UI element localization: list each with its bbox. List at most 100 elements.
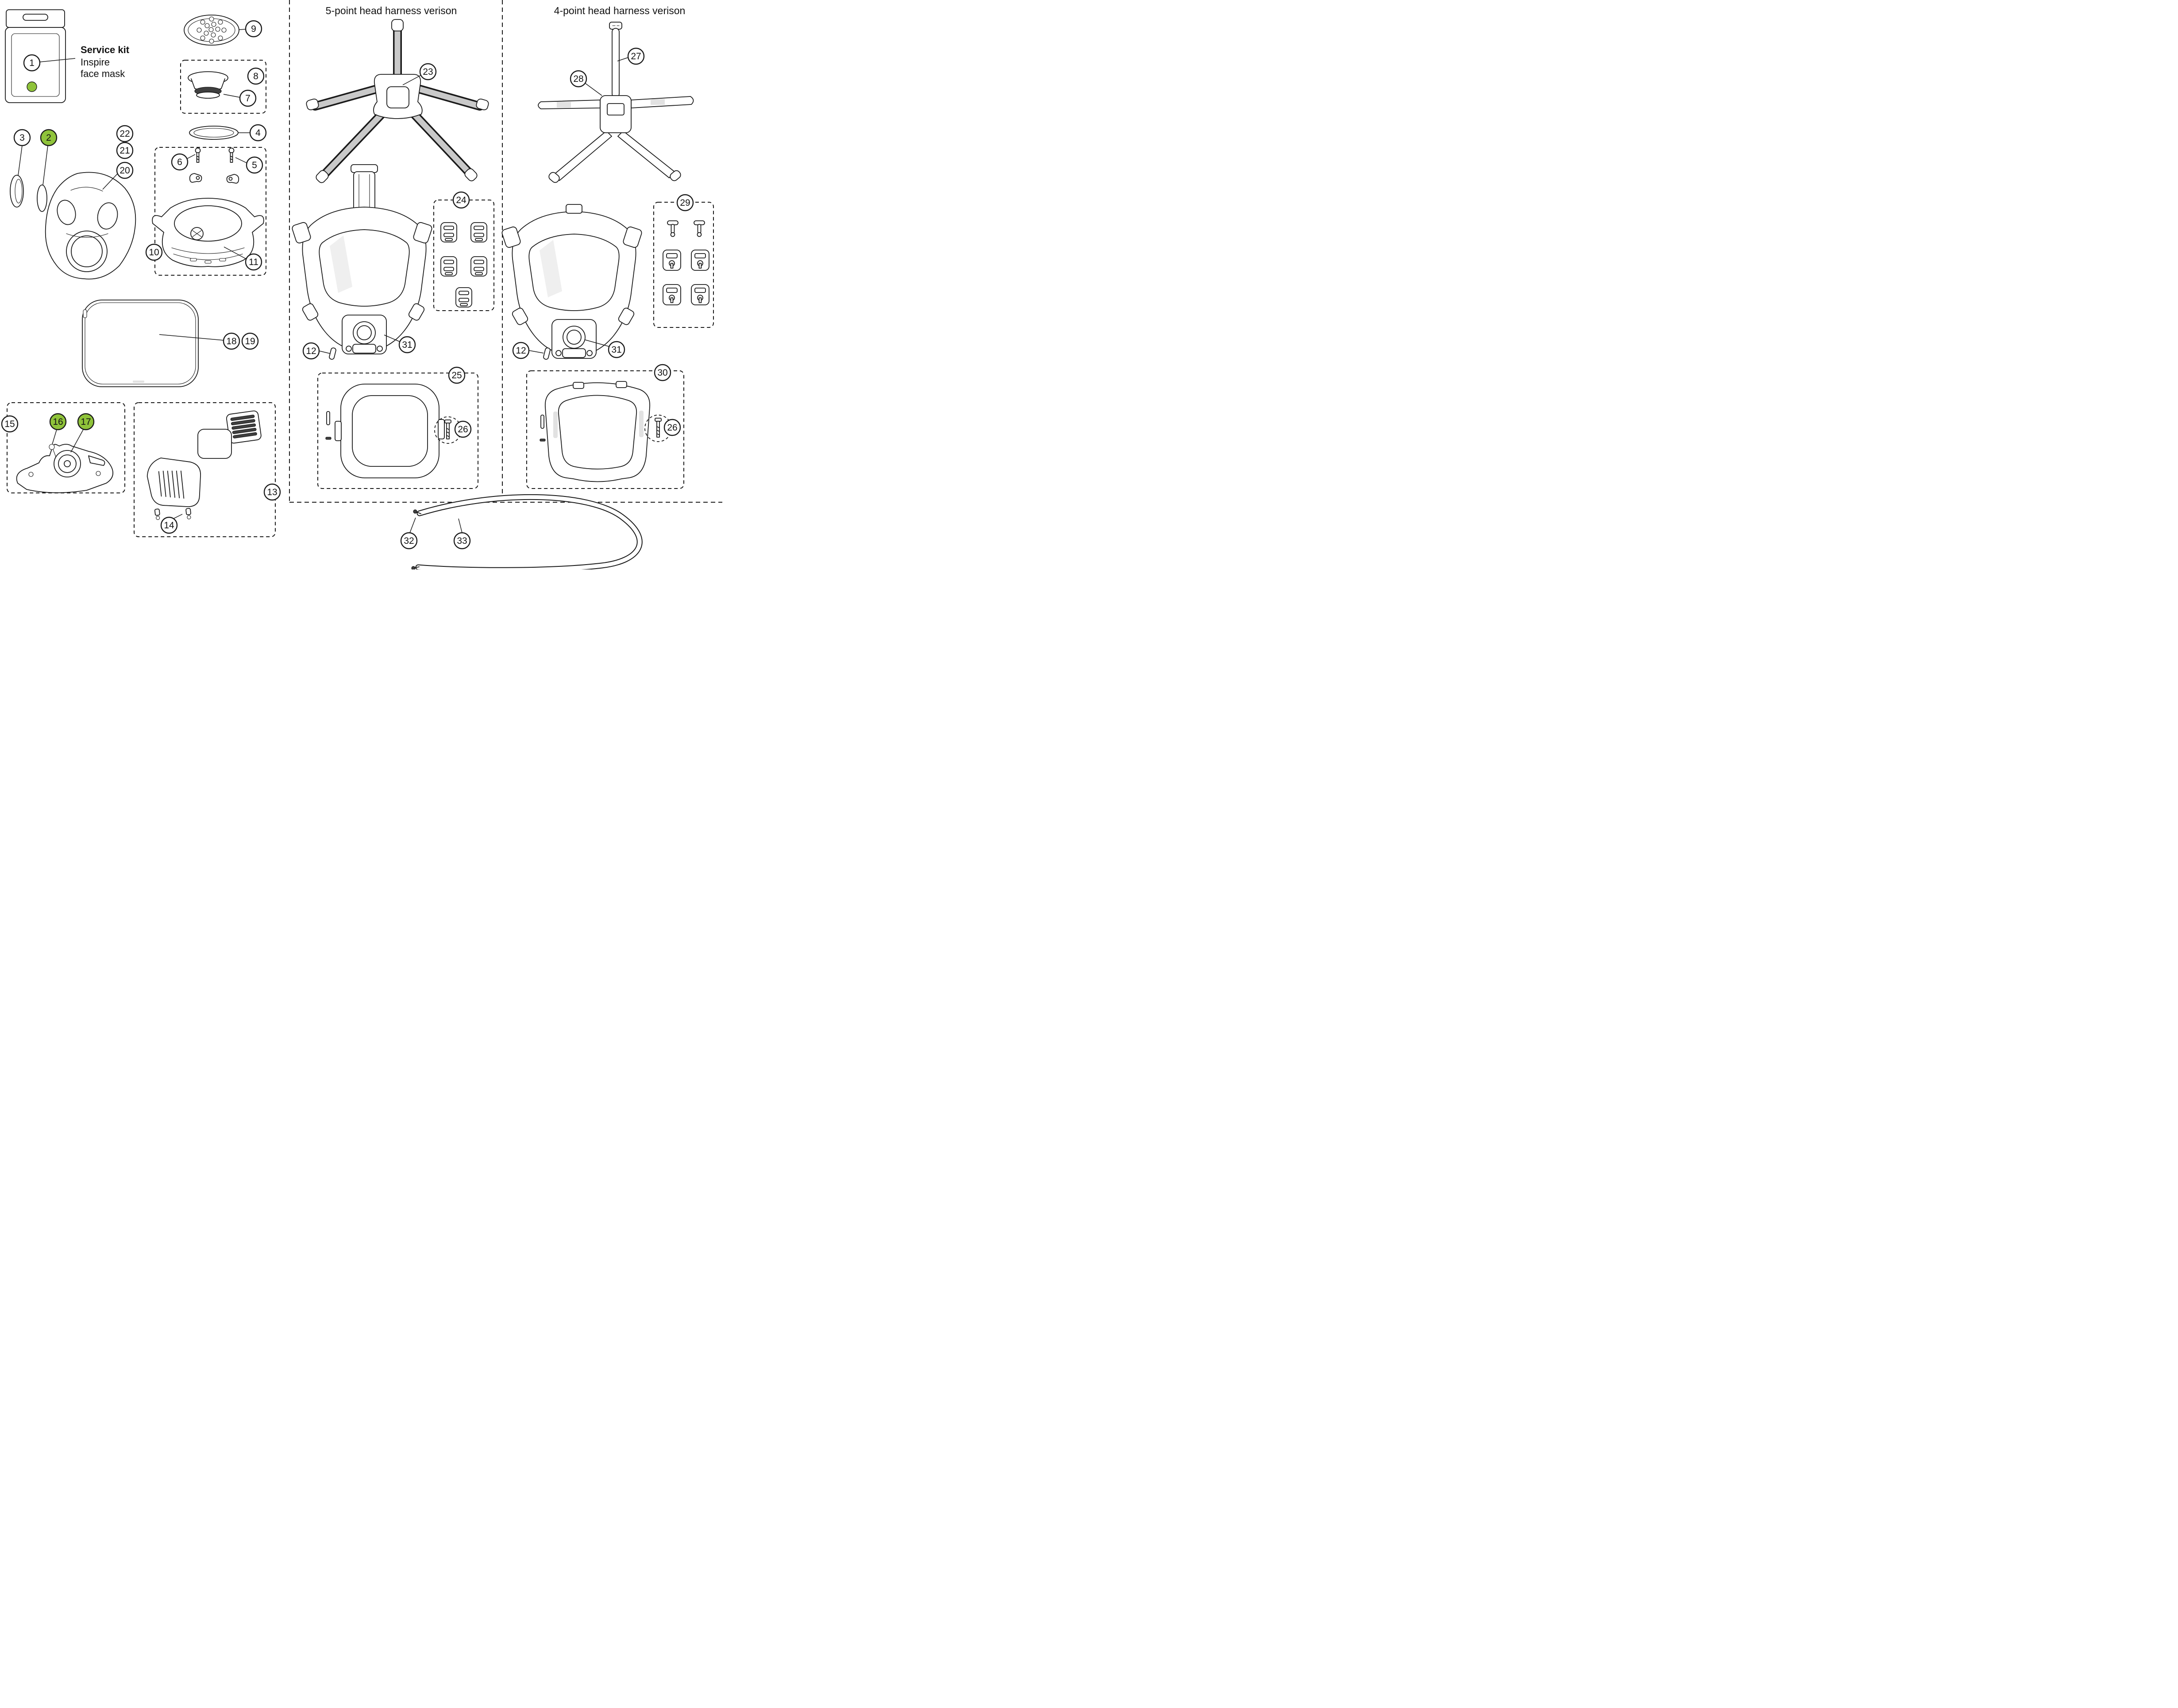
callout-14: 14 [160,516,178,534]
five-point-section-title: 5-point head harness verison [326,5,457,16]
svg-text:9: 9 [251,24,256,34]
callout-33: 33 [453,532,471,550]
svg-text:4: 4 [255,128,261,138]
svg-text:12: 12 [516,346,526,356]
valve-disc-3-drawing [10,145,24,208]
svg-text:24: 24 [456,195,466,205]
svg-text:28: 28 [573,74,583,84]
svg-text:19: 19 [245,336,255,346]
inner-frame-part [152,198,264,267]
visor-frame-box-5pt [317,373,478,489]
callout-18: 18 [223,332,240,350]
callout-4: 4 [249,124,267,142]
svg-text:27: 27 [631,51,641,62]
callout-10: 10 [145,243,163,261]
callout-31-left: 31 [398,336,416,354]
svg-text:11: 11 [249,257,258,267]
sealing-ring-drawing [189,126,250,140]
cover-parts-box [134,402,276,537]
svg-text:2: 2 [46,133,51,143]
neck-strap-drawing [409,494,643,569]
svg-text:5: 5 [252,160,257,170]
svg-text:31: 31 [402,340,412,350]
callout-30: 30 [654,364,671,381]
valve-grommet-box [180,60,266,114]
svg-text:16: 16 [53,417,63,427]
callout-11: 11 [245,253,262,271]
callout-19: 19 [241,332,259,350]
svg-text:26: 26 [667,423,677,433]
inner-frame-box [152,147,266,276]
svg-text:1: 1 [29,58,35,68]
four-point-section-title: 4-point head harness verison [554,5,686,16]
svg-text:29: 29 [680,198,690,208]
nose-cup-drawing [45,172,136,280]
svg-text:25: 25 [451,370,462,381]
visor-lens-drawing [82,300,224,387]
callout-28: 28 [570,70,587,88]
four-point-harness-drawing [538,22,694,183]
svg-text:31: 31 [611,345,621,355]
svg-text:6: 6 [177,157,182,167]
svg-text:18: 18 [226,336,236,346]
exhalation-valve-box [7,402,125,493]
callout-12-left: 12 [302,342,320,360]
callout-26-right: 26 [663,419,681,436]
callout-29: 29 [676,194,694,212]
callout-23: 23 [419,63,437,81]
buckle-set-box-5pt [433,200,494,311]
svg-text:3: 3 [19,133,25,143]
speech-diaphragm-drawing [184,15,247,46]
callout-13: 13 [263,483,281,501]
callout-24: 24 [452,191,470,209]
svg-text:33: 33 [457,536,467,546]
svg-text:8: 8 [253,71,258,81]
svg-text:20: 20 [120,165,130,176]
five-point-harness-drawing [306,19,489,183]
service-kit-line2: face mask [81,68,125,79]
visor-frame-box-4pt [526,370,684,489]
five-point-mask-drawing [291,164,433,360]
service-kit-green-dot [27,81,37,92]
svg-text:21: 21 [120,146,130,156]
callout-15: 15 [1,415,19,433]
parts-diagram-page: 5-point head harness verison 4-point hea… [0,0,726,569]
svg-text:13: 13 [267,487,277,497]
callout-27: 27 [627,47,645,65]
svg-text:15: 15 [4,419,15,429]
grille-cover-part [226,410,262,444]
callout-25: 25 [448,366,466,384]
callout-2: 2 [40,129,58,146]
four-point-mask-drawing [501,204,643,360]
callout-6: 6 [171,153,189,171]
svg-text:26: 26 [458,424,468,435]
callout-1: 1 [23,54,41,72]
svg-text:22: 22 [120,129,130,139]
svg-text:32: 32 [404,536,414,546]
service-kit-line1: Inspire [81,57,110,68]
callout-5: 5 [246,156,263,174]
svg-text:17: 17 [81,417,91,427]
callout-21: 21 [116,142,134,159]
parts-diagram-canvas: 5-point head harness verison 4-point hea… [1,0,722,569]
callout-9: 9 [245,20,262,38]
section-dividers [289,0,722,503]
callout-16: 16 [49,413,67,431]
callout-22: 22 [116,125,134,142]
service-kit-package-drawing [5,9,76,103]
front-cover-part [146,458,201,520]
buckle-set-box-4pt [653,202,714,328]
valve-disc-2-drawing [37,145,48,212]
pin-12-left [329,347,336,360]
pin-12-right [543,347,551,360]
callout-8: 8 [247,67,265,85]
service-kit-label: Service kit Inspire face mask [81,44,130,79]
svg-text:23: 23 [423,67,433,77]
callout-32: 32 [400,532,418,550]
callout-31-right: 31 [608,341,625,358]
svg-text:7: 7 [245,93,251,104]
callout-7: 7 [239,89,257,107]
callout-17: 17 [77,413,95,431]
callout-12-right: 12 [512,342,530,359]
svg-text:14: 14 [164,520,174,531]
